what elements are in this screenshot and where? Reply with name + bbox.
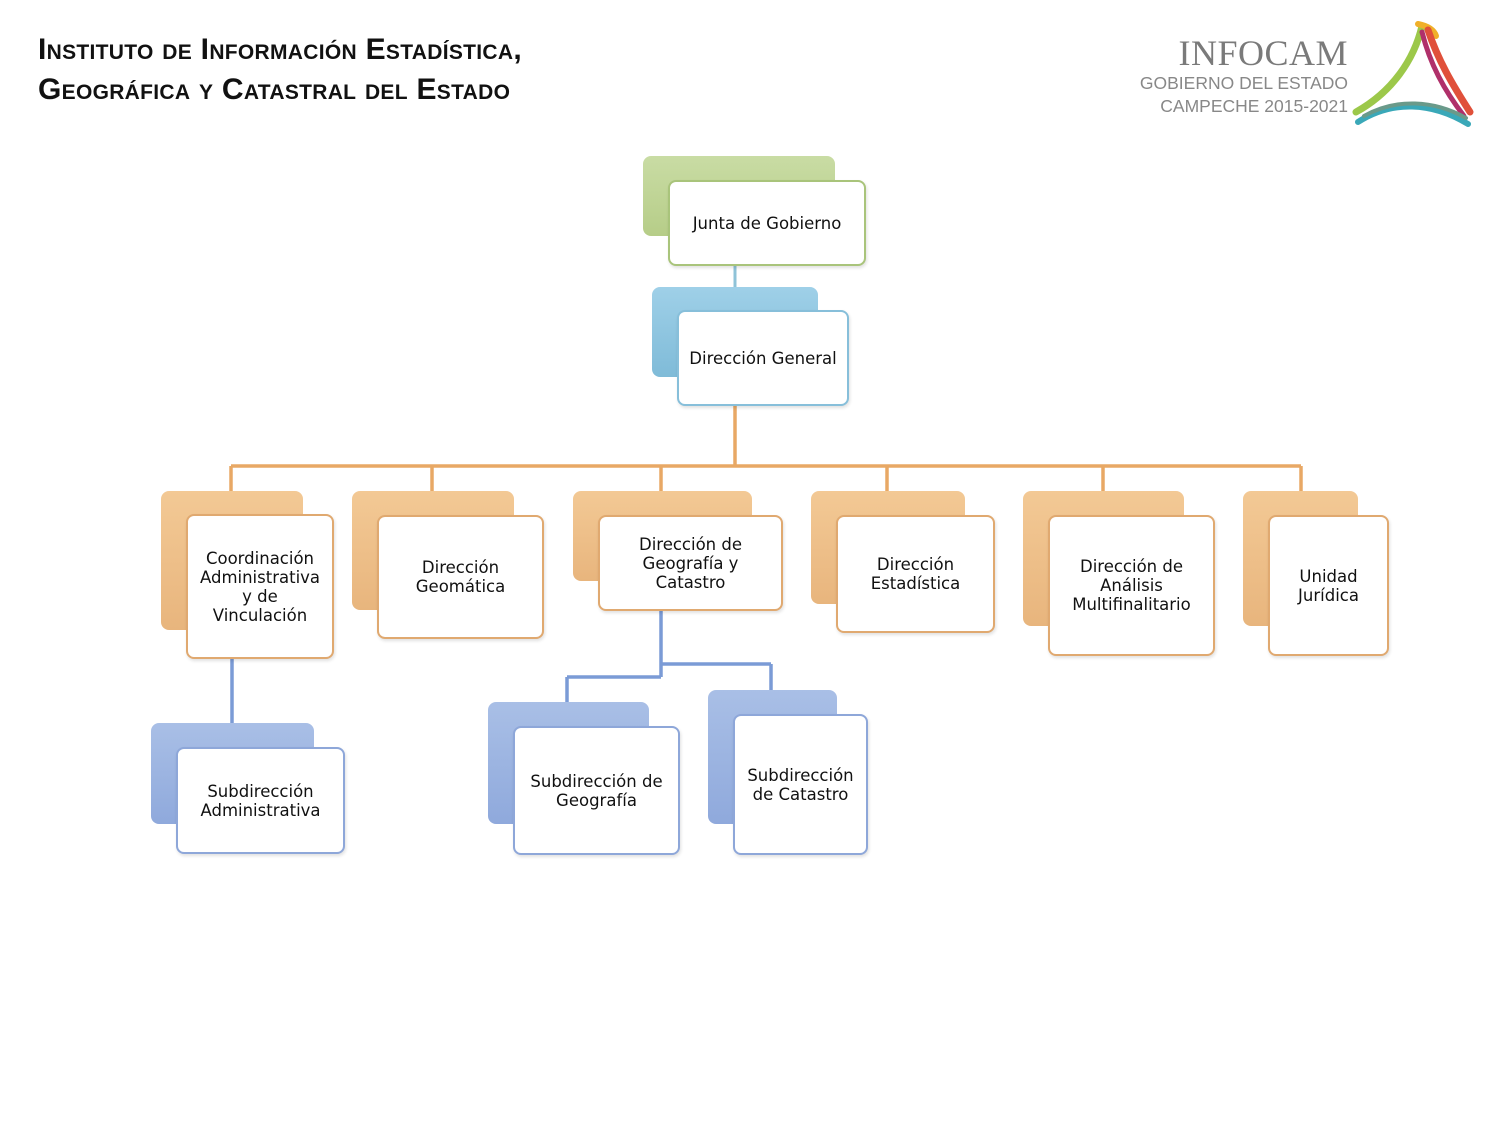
node-label: Subdirección Administrativa [200, 781, 321, 820]
node-label: Dirección de Geografía y Catastro [638, 534, 742, 592]
node-label: Coordinación Administrativa y de Vincula… [199, 548, 321, 625]
node-label: Junta de Gobierno [692, 213, 842, 233]
node-direccion-estadistica: Dirección Estadística [811, 491, 995, 634]
infocam-logo-text: INFOCAM GOBIERNO DEL ESTADO CAMPECHE 201… [1140, 34, 1348, 118]
node-label: Subdirección de Geografía [530, 771, 663, 810]
page-title: Instituto de Información Estadística, Ge… [38, 30, 522, 110]
connector-director-units [229, 404, 1303, 492]
node-label: Dirección de Análisis Multifinalitario [1072, 557, 1191, 614]
node-direccion-geografia-catastro: Dirección de Geografía y Catastro [573, 491, 783, 612]
node-unidad-juridica: Unidad Jurídica [1243, 491, 1389, 657]
node-direccion-analisis-multifinalitario: Dirección de Análisis Multifinalitario [1023, 491, 1215, 657]
node-direccion-geomatica: Dirección Geomática [352, 491, 544, 640]
node-label: Unidad Jurídica [1298, 566, 1359, 605]
logo-government-line: GOBIERNO DEL ESTADO [1139, 73, 1348, 93]
node-coordinacion-administrativa: Coordinación Administrativa y de Vincula… [161, 491, 334, 660]
node-label: Dirección General [689, 348, 837, 368]
logo-period-line: CAMPECHE 2015-2021 [1160, 96, 1348, 116]
connector-units-subunits [230, 610, 773, 726]
node-label: Dirección Geomática [415, 558, 506, 596]
logo-name: INFOCAM [1178, 33, 1348, 73]
page-title-line-2: Geográfica y Catastral del Estado [38, 73, 511, 106]
node-label: Dirección Estadística [870, 555, 961, 593]
node-subdireccion-geografia: Subdirección de Geografía [488, 702, 680, 855]
node-subdireccion-administrativa: Subdirección Administrativa [151, 723, 345, 855]
node-junta-de-gobierno: Junta de Gobierno [643, 156, 866, 266]
node-subdireccion-catastro: Subdirección de Catastro [708, 690, 868, 855]
node-direccion-general: Dirección General [652, 287, 849, 407]
page-title-line-1: Instituto de Información Estadística, [38, 33, 522, 66]
infocam-triangle-logo-icon [1352, 21, 1474, 127]
node-label: Subdirección de Catastro [747, 765, 854, 804]
